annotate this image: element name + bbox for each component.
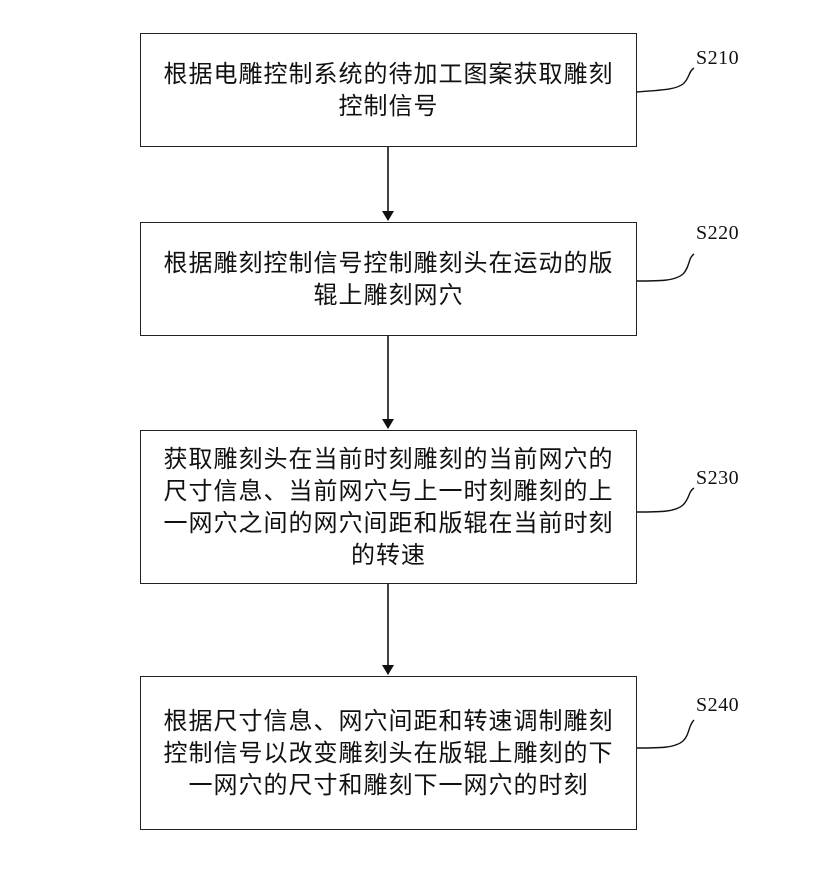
leader-line-s220 bbox=[636, 253, 695, 282]
step-text-s220: 根据雕刻控制信号控制雕刻头在运动的版 辊上雕刻网穴 bbox=[163, 249, 614, 309]
step-text-s210: 根据电雕控制系统的待加工图案获取雕刻 控制信号 bbox=[163, 60, 614, 120]
step-box-s240: 根据尺寸信息、网穴间距和转速调制雕刻 控制信号以改变雕刻头在版辊上雕刻的下 一网… bbox=[140, 676, 637, 830]
step-text-s240: 根据尺寸信息、网穴间距和转速调制雕刻 控制信号以改变雕刻头在版辊上雕刻的下 一网… bbox=[163, 707, 614, 799]
leader-line-s210 bbox=[636, 67, 695, 93]
leader-line-s240 bbox=[636, 719, 695, 749]
step-label-s230: S230 bbox=[696, 467, 740, 489]
step-label-s240: S240 bbox=[696, 694, 740, 716]
leader-line-s230 bbox=[636, 487, 695, 513]
step-label-s220: S220 bbox=[696, 222, 740, 244]
step-box-s220: 根据雕刻控制信号控制雕刻头在运动的版 辊上雕刻网穴 bbox=[140, 222, 637, 336]
step-label-s210: S210 bbox=[696, 47, 740, 69]
step-text-s230: 获取雕刻头在当前时刻雕刻的当前网穴的 尺寸信息、当前网穴与上一时刻雕刻的上 一网… bbox=[163, 445, 614, 569]
step-box-s210: 根据电雕控制系统的待加工图案获取雕刻 控制信号 bbox=[140, 33, 637, 147]
step-box-s230: 获取雕刻头在当前时刻雕刻的当前网穴的 尺寸信息、当前网穴与上一时刻雕刻的上 一网… bbox=[140, 430, 637, 584]
